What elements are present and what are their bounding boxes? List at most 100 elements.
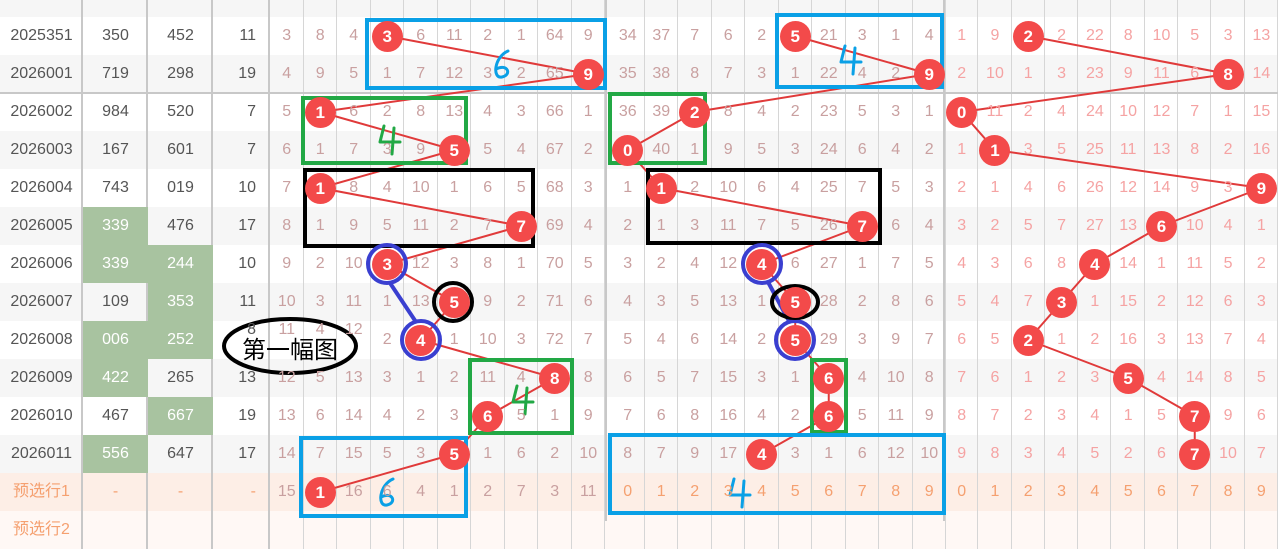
trend-cell[interactable]: 5 bbox=[790, 483, 800, 500]
trend-cell[interactable]: 1 bbox=[1223, 103, 1233, 120]
trend-cell[interactable]: 15 bbox=[1252, 103, 1271, 120]
trend-cell[interactable]: 5 bbox=[857, 103, 867, 120]
trend-cell[interactable]: 4 bbox=[1223, 217, 1233, 234]
trend-cell[interactable]: 35 bbox=[618, 65, 637, 82]
trend-cell[interactable]: 3 bbox=[1057, 407, 1066, 424]
trend-cell[interactable]: 2 bbox=[790, 103, 800, 120]
trend-cell[interactable]: 5 bbox=[891, 179, 901, 196]
trend-cell[interactable]: 3 bbox=[315, 293, 325, 310]
trend-cell[interactable]: 4 bbox=[757, 483, 767, 500]
trend-cell[interactable]: 16 bbox=[1252, 141, 1271, 158]
trend-cell[interactable]: 5 bbox=[790, 217, 800, 234]
trend-cell[interactable]: 5 bbox=[656, 369, 666, 386]
trend-cell[interactable]: 3 bbox=[790, 445, 800, 462]
trend-cell[interactable]: 4 bbox=[583, 217, 593, 234]
trend-cell[interactable]: 2 bbox=[449, 217, 459, 234]
trend-cell[interactable]: 7 bbox=[891, 255, 901, 272]
trend-cell[interactable]: 7 bbox=[315, 445, 325, 462]
trend-cell[interactable]: 2 bbox=[315, 255, 325, 272]
trend-cell[interactable]: 1 bbox=[315, 217, 325, 234]
trend-cell[interactable]: 8 bbox=[315, 27, 325, 44]
trend-cell[interactable]: 3 bbox=[924, 179, 934, 196]
trend-cell[interactable]: 1 bbox=[516, 255, 526, 272]
trend-cell[interactable]: 1 bbox=[1023, 369, 1033, 386]
trend-cell[interactable]: 5 bbox=[757, 141, 767, 158]
trend-cell[interactable]: 3 bbox=[1090, 369, 1100, 386]
trend-cell[interactable]: 1 bbox=[583, 103, 593, 120]
trend-cell[interactable]: 7 bbox=[857, 483, 867, 500]
trend-cell[interactable]: 16 bbox=[344, 483, 363, 500]
trend-cell[interactable]: 1 bbox=[516, 27, 526, 44]
trend-cell[interactable]: 2 bbox=[957, 65, 967, 82]
trend-cell[interactable]: 7 bbox=[656, 445, 666, 462]
hit-ball[interactable]: 5 bbox=[1112, 362, 1144, 394]
trend-cell[interactable]: 12 bbox=[1119, 179, 1138, 196]
trend-cell[interactable]: 7 bbox=[583, 331, 593, 348]
hit-ball[interactable]: 2 bbox=[679, 96, 711, 128]
hit-ball[interactable]: 3 bbox=[371, 248, 403, 280]
trend-cell[interactable]: 1 bbox=[623, 179, 633, 196]
trend-cell[interactable]: 3 bbox=[516, 103, 526, 120]
hit-ball[interactable]: 4 bbox=[1079, 248, 1111, 280]
hit-ball[interactable]: 3 bbox=[1046, 286, 1078, 318]
trend-cell[interactable]: 2 bbox=[690, 483, 700, 500]
trend-cell[interactable]: 8 bbox=[723, 103, 733, 120]
hit-ball[interactable]: 0 bbox=[612, 134, 644, 166]
hit-ball[interactable]: 5 bbox=[779, 20, 811, 52]
trend-cell[interactable]: 22 bbox=[1085, 27, 1104, 44]
trend-cell[interactable]: 6 bbox=[857, 141, 867, 158]
trend-cell[interactable]: 3 bbox=[1156, 331, 1166, 348]
trend-cell[interactable]: 4 bbox=[1090, 407, 1100, 424]
trend-cell[interactable]: 6 bbox=[924, 293, 934, 310]
trend-cell[interactable]: 6 bbox=[656, 407, 666, 424]
trend-cell[interactable]: 6 bbox=[1156, 445, 1166, 462]
trend-cell[interactable]: 6 bbox=[349, 103, 359, 120]
trend-cell[interactable]: 6 bbox=[690, 331, 700, 348]
trend-cell[interactable]: 6 bbox=[282, 141, 292, 158]
trend-cell[interactable]: 1 bbox=[416, 369, 426, 386]
trend-cell[interactable]: 3 bbox=[757, 65, 767, 82]
trend-cell[interactable]: 5 bbox=[990, 331, 1000, 348]
trend-cell[interactable]: 4 bbox=[656, 331, 666, 348]
trend-cell[interactable]: 6 bbox=[382, 483, 392, 500]
hit-ball[interactable]: 2 bbox=[1012, 324, 1044, 356]
trend-cell[interactable]: 6 bbox=[1023, 255, 1033, 272]
trend-cell[interactable]: 2 bbox=[1023, 103, 1033, 120]
trend-cell[interactable]: 8 bbox=[1223, 483, 1233, 500]
trend-cell[interactable]: 69 bbox=[545, 217, 564, 234]
trend-cell[interactable]: 6 bbox=[1223, 293, 1233, 310]
trend-cell[interactable]: 5 bbox=[1223, 255, 1233, 272]
trend-cell[interactable]: 2 bbox=[1156, 293, 1166, 310]
trend-cell[interactable]: 1 bbox=[656, 483, 666, 500]
hit-ball[interactable]: 1 bbox=[645, 172, 677, 204]
trend-cell[interactable]: 9 bbox=[891, 331, 901, 348]
trend-cell[interactable]: 15 bbox=[719, 369, 738, 386]
hit-ball[interactable]: 3 bbox=[371, 20, 403, 52]
trend-cell[interactable]: 14 bbox=[719, 331, 738, 348]
trend-cell[interactable]: 1 bbox=[382, 65, 392, 82]
trend-cell[interactable]: 1 bbox=[990, 179, 1000, 196]
hit-ball[interactable]: 1 bbox=[979, 134, 1011, 166]
trend-cell[interactable]: 5 bbox=[623, 331, 633, 348]
trend-cell[interactable]: 24 bbox=[1085, 103, 1104, 120]
trend-cell[interactable]: 0 bbox=[623, 483, 633, 500]
trend-cell[interactable]: 14 bbox=[344, 407, 363, 424]
trend-cell[interactable]: 3 bbox=[1223, 27, 1233, 44]
hit-ball[interactable]: 9 bbox=[1245, 172, 1277, 204]
trend-cell[interactable]: 1 bbox=[1023, 65, 1033, 82]
trend-cell[interactable]: 9 bbox=[349, 217, 359, 234]
trend-cell[interactable]: 24 bbox=[819, 141, 838, 158]
trend-cell[interactable]: 1 bbox=[382, 293, 392, 310]
trend-cell[interactable]: 2 bbox=[957, 179, 967, 196]
trend-cell[interactable]: 6 bbox=[483, 179, 493, 196]
trend-cell[interactable]: 2 bbox=[990, 217, 1000, 234]
trend-cell[interactable]: 6 bbox=[790, 255, 800, 272]
trend-cell[interactable]: 4 bbox=[382, 179, 392, 196]
trend-cell[interactable]: 6 bbox=[315, 407, 325, 424]
hit-ball[interactable]: 4 bbox=[405, 324, 437, 356]
trend-cell[interactable]: 2 bbox=[516, 65, 526, 82]
trend-cell[interactable]: 10 bbox=[1152, 27, 1171, 44]
trend-cell[interactable]: 3 bbox=[790, 141, 800, 158]
hit-ball[interactable]: 5 bbox=[779, 324, 811, 356]
trend-cell[interactable]: 5 bbox=[1057, 141, 1066, 158]
